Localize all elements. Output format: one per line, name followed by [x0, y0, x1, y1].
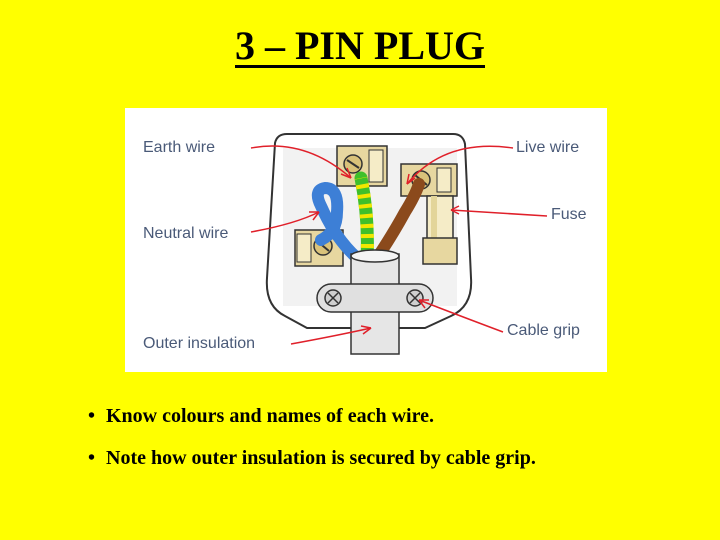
- fuse: [426, 195, 454, 241]
- live-pin-block: [422, 237, 458, 265]
- earth-wire-label: Earth wire: [143, 139, 216, 156]
- live-wire: [371, 178, 425, 264]
- bullet-text: Note how outer insulation is secured by …: [106, 447, 536, 469]
- live-wire-label: Live wire: [516, 139, 580, 156]
- arrow-earth: [250, 145, 352, 179]
- bullet-marker: •: [88, 447, 96, 469]
- bullet-text: Know colours and names of each wire.: [106, 405, 434, 427]
- outer-insulation-label: Outer insulation: [143, 335, 256, 352]
- bullet-list: • Know colours and names of each wire. •…: [88, 405, 536, 489]
- arrow-live: [406, 145, 514, 185]
- plug-diagram: Earth wire Neutral wire Outer insulation…: [125, 108, 607, 372]
- bullet-item: • Note how outer insulation is secured b…: [88, 447, 536, 469]
- fuse-label: Fuse: [551, 206, 587, 223]
- slide-title: 3 – PIN PLUG: [235, 23, 485, 68]
- arrow-neutral: [250, 211, 320, 233]
- cable-grip-label: Cable grip: [507, 322, 580, 339]
- earth-terminal: [336, 145, 388, 187]
- live-terminal: [400, 163, 458, 197]
- neutral-wire-label: Neutral wire: [143, 225, 229, 242]
- plug-illustration: [250, 133, 548, 355]
- arrow-fuse: [450, 205, 548, 217]
- neutral-wire: [311, 181, 363, 264]
- bullet-item: • Know colours and names of each wire.: [88, 405, 536, 427]
- bullet-marker: •: [88, 405, 96, 427]
- arrow-outer: [290, 325, 372, 345]
- cable-grip: [316, 283, 434, 313]
- earth-wire-stripes: [354, 176, 374, 259]
- arrow-grip: [418, 299, 504, 333]
